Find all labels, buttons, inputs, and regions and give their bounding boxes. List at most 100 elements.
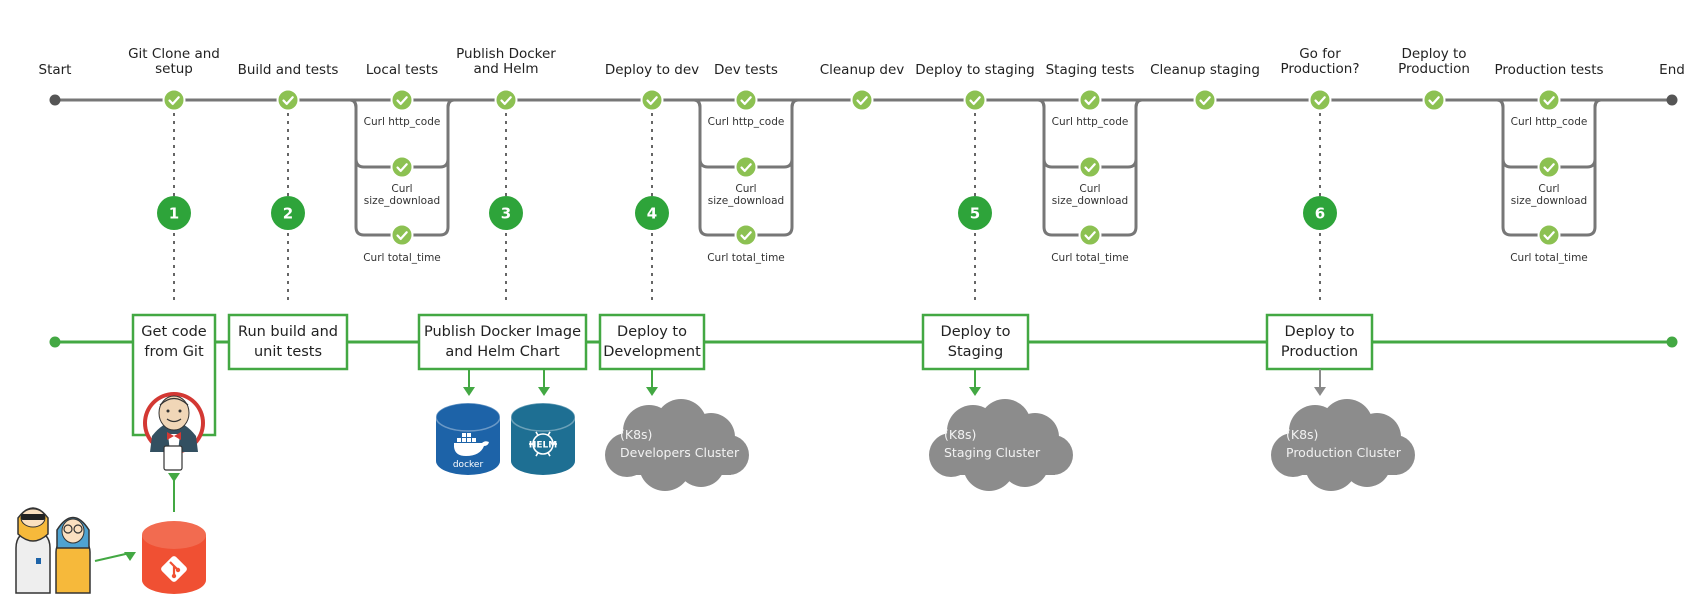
stage-label: Production (1398, 61, 1470, 77)
jenkins-eye (166, 409, 170, 413)
check-mark (1543, 96, 1555, 105)
check-mark (740, 231, 752, 240)
flow-box-label: unit tests (254, 344, 322, 360)
parallel-test-label: size_download (708, 195, 784, 207)
cloud-staging: (K8s)Staging Cluster (929, 399, 1073, 491)
stage-label: Git Clone and (128, 46, 220, 62)
check-icon (850, 88, 874, 112)
arrow-shaft (94, 552, 131, 562)
arrow-head (168, 473, 180, 482)
check-icon (276, 88, 300, 112)
cloud-core (1293, 441, 1397, 475)
jenkins-bowtie (167, 432, 181, 440)
jenkins-eye (178, 409, 182, 413)
check-circle (963, 88, 987, 112)
flow-box-frame (598, 313, 706, 371)
check-icon (1308, 88, 1332, 112)
step-number: 4 (647, 205, 657, 223)
pipeline-stage-deploy-staging[interactable]: Deploy to staging (915, 62, 1034, 78)
step-number: 1 (169, 205, 179, 223)
registry-label: HELM (529, 441, 557, 451)
pipeline-stage-dev-tests[interactable]: Dev tests (714, 62, 778, 78)
parallel-test-label: Curl total_time (1510, 252, 1588, 264)
check-mark (168, 96, 180, 105)
check-mark (500, 96, 512, 105)
parallel-test-label: size_download (364, 195, 440, 207)
registry-helm: HELM (510, 402, 576, 475)
git-repo-top (142, 521, 206, 549)
parallel-test-label: Curl total_time (707, 252, 785, 264)
pipeline-stage-production-tests[interactable]: Production tests (1494, 62, 1603, 78)
flow-box-frame (921, 313, 1030, 371)
step-number-badge (958, 196, 992, 230)
step-number: 6 (1315, 205, 1325, 223)
cloud-k8s-label: (K8s) (944, 427, 976, 442)
check-circle (1422, 88, 1446, 112)
pipeline-stage-staging-tests[interactable]: Staging tests (1046, 62, 1135, 78)
check-icon (1537, 223, 1561, 247)
parallel-test-label: size_download (1052, 195, 1128, 207)
step-5: 5 (958, 113, 992, 302)
arrow-head (969, 387, 981, 396)
step-2: 2 (271, 113, 305, 302)
cloud-core (951, 441, 1055, 475)
flow-box-label: Development (603, 344, 701, 360)
pipeline-stage-deploy-dev[interactable]: Deploy to dev (605, 62, 699, 78)
helm-spoke (547, 452, 551, 457)
jenkins-butler-icon (143, 392, 205, 471)
check-circle (494, 88, 518, 112)
parallel-test-label: Curl (735, 183, 756, 195)
check-circle (1078, 223, 1102, 247)
parallel-test-label: Curl http_code (1052, 116, 1129, 128)
stage-label: Build and tests (238, 62, 339, 78)
pipeline-stage-cleanup-staging[interactable]: Cleanup staging (1150, 62, 1260, 78)
pipeline-stage-local-tests[interactable]: Local tests (366, 62, 438, 78)
parallel-test-label: size_download (1511, 195, 1587, 207)
check-icon (734, 223, 758, 247)
pipeline-stage-cleanup-dev[interactable]: Cleanup dev (820, 62, 905, 78)
cloud-core (627, 441, 731, 475)
arrow-to-staging-cluster (969, 369, 981, 396)
helm-spoke (547, 431, 551, 436)
arrow-head (538, 387, 550, 396)
check-mark (1543, 163, 1555, 172)
helm-wheel-icon (529, 431, 557, 457)
stage-label: Production tests (1494, 62, 1603, 78)
stage-label: Deploy to dev (605, 62, 699, 78)
person-glasses (73, 524, 83, 534)
check-mark (1199, 96, 1211, 105)
arrow-head (1314, 387, 1326, 396)
check-icon (494, 88, 518, 112)
parallel-test-label: Curl http_code (1511, 116, 1588, 128)
flow-box-label: from Git (144, 344, 204, 360)
check-circle (1193, 88, 1217, 112)
check-circle (276, 88, 300, 112)
step-6: 6 (1303, 113, 1337, 302)
pipeline-stage-build-tests[interactable]: Build and tests (238, 62, 339, 78)
check-icon (1537, 155, 1561, 179)
step-number: 2 (283, 205, 293, 223)
check-mark (396, 163, 408, 172)
stage-label: Local tests (366, 62, 438, 78)
cloud-k8s-label: (K8s) (1286, 427, 1318, 442)
arrow-head (646, 387, 658, 396)
stage-label: Go for (1299, 46, 1341, 62)
stage-label: Production? (1281, 61, 1360, 77)
container-block (462, 438, 466, 442)
check-icon (1422, 88, 1446, 112)
check-icon (390, 223, 414, 247)
check-mark (1428, 96, 1440, 105)
check-icon (390, 155, 414, 179)
